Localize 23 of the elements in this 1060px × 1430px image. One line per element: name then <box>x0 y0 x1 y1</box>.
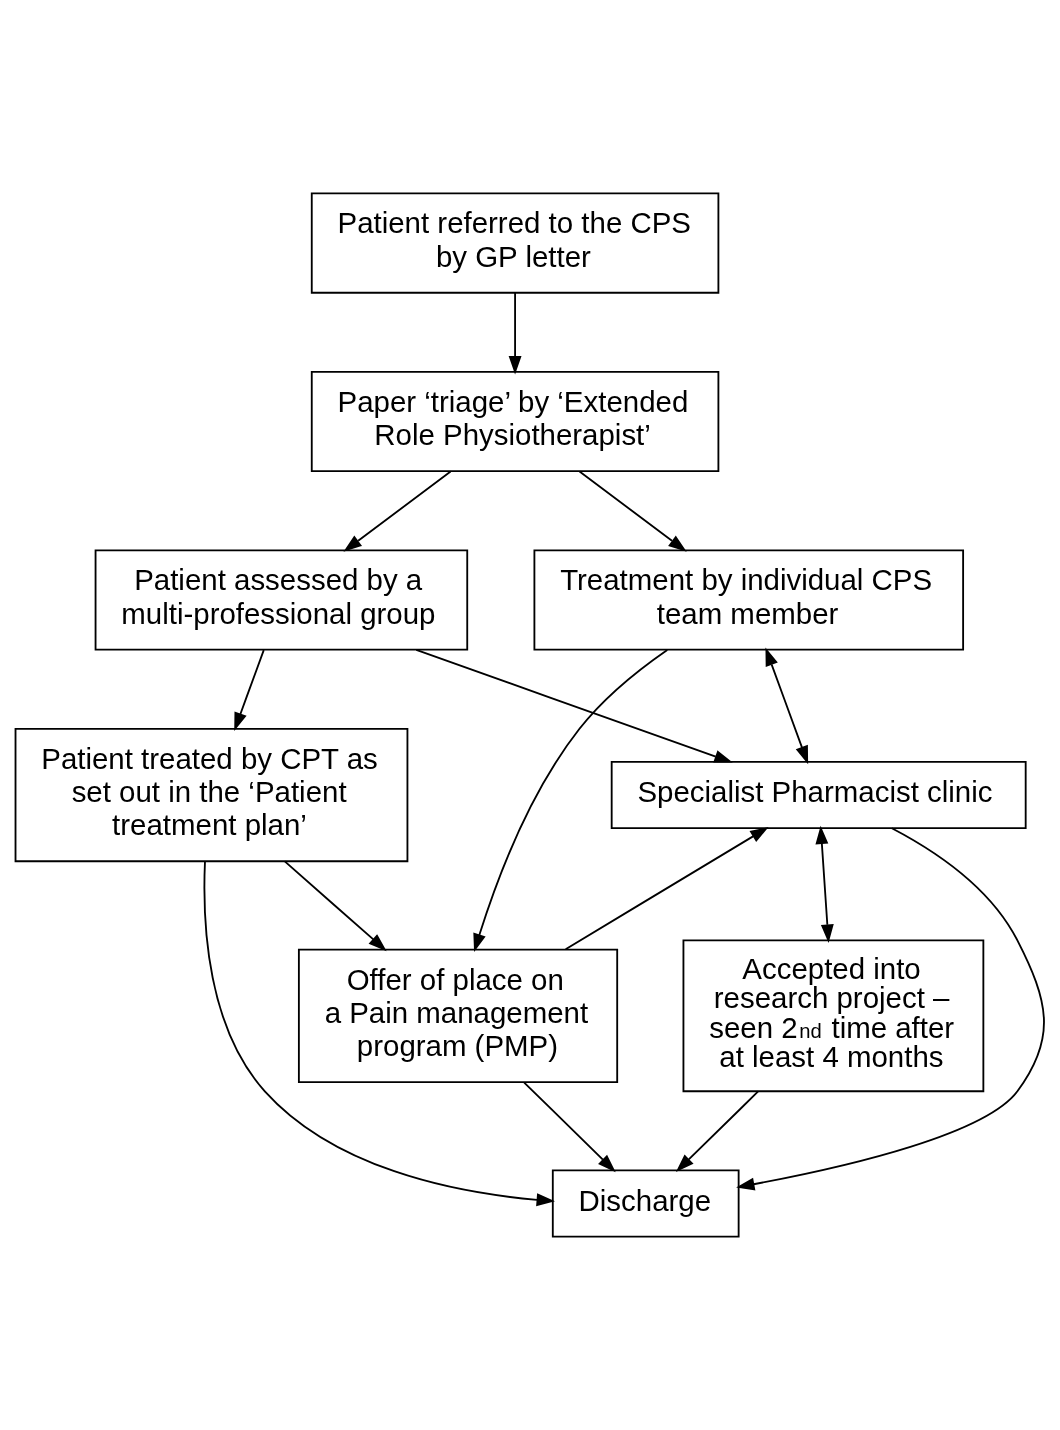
node-box: Specialist Pharmacist clinic <box>610 761 1027 830</box>
arrow <box>765 647 809 765</box>
arrow <box>415 648 733 763</box>
arrow <box>203 860 555 1207</box>
arrow <box>508 292 522 375</box>
arrow <box>473 649 669 953</box>
arrow <box>234 649 265 731</box>
node-box: Patient treated by CPT as set out in the ‘Patient treatment plan’ <box>14 727 409 863</box>
arrow <box>564 827 769 951</box>
arrow <box>675 1090 760 1173</box>
arrow <box>736 827 1045 1191</box>
node-box: Discharge <box>551 1169 740 1238</box>
arrow <box>815 825 834 943</box>
arrow <box>523 1081 616 1173</box>
node-box: Offer of place on a Pain management program (PMP) <box>297 948 619 1083</box>
node-box: Patient referred to the CPS by GP letter <box>310 192 720 294</box>
node-box: Accepted into research project – seen 2nd time after at least 4 months <box>682 939 985 1093</box>
node-box: Patient assessed by a multi-professional group <box>94 549 469 651</box>
arrow <box>283 860 387 952</box>
arrow <box>343 470 452 552</box>
node-box: Treatment by individual CPS team member <box>533 549 965 651</box>
node-box: Paper ‘triage’ by ‘Extended Role Physiotherapist’ <box>310 370 720 473</box>
arrow <box>578 470 687 552</box>
